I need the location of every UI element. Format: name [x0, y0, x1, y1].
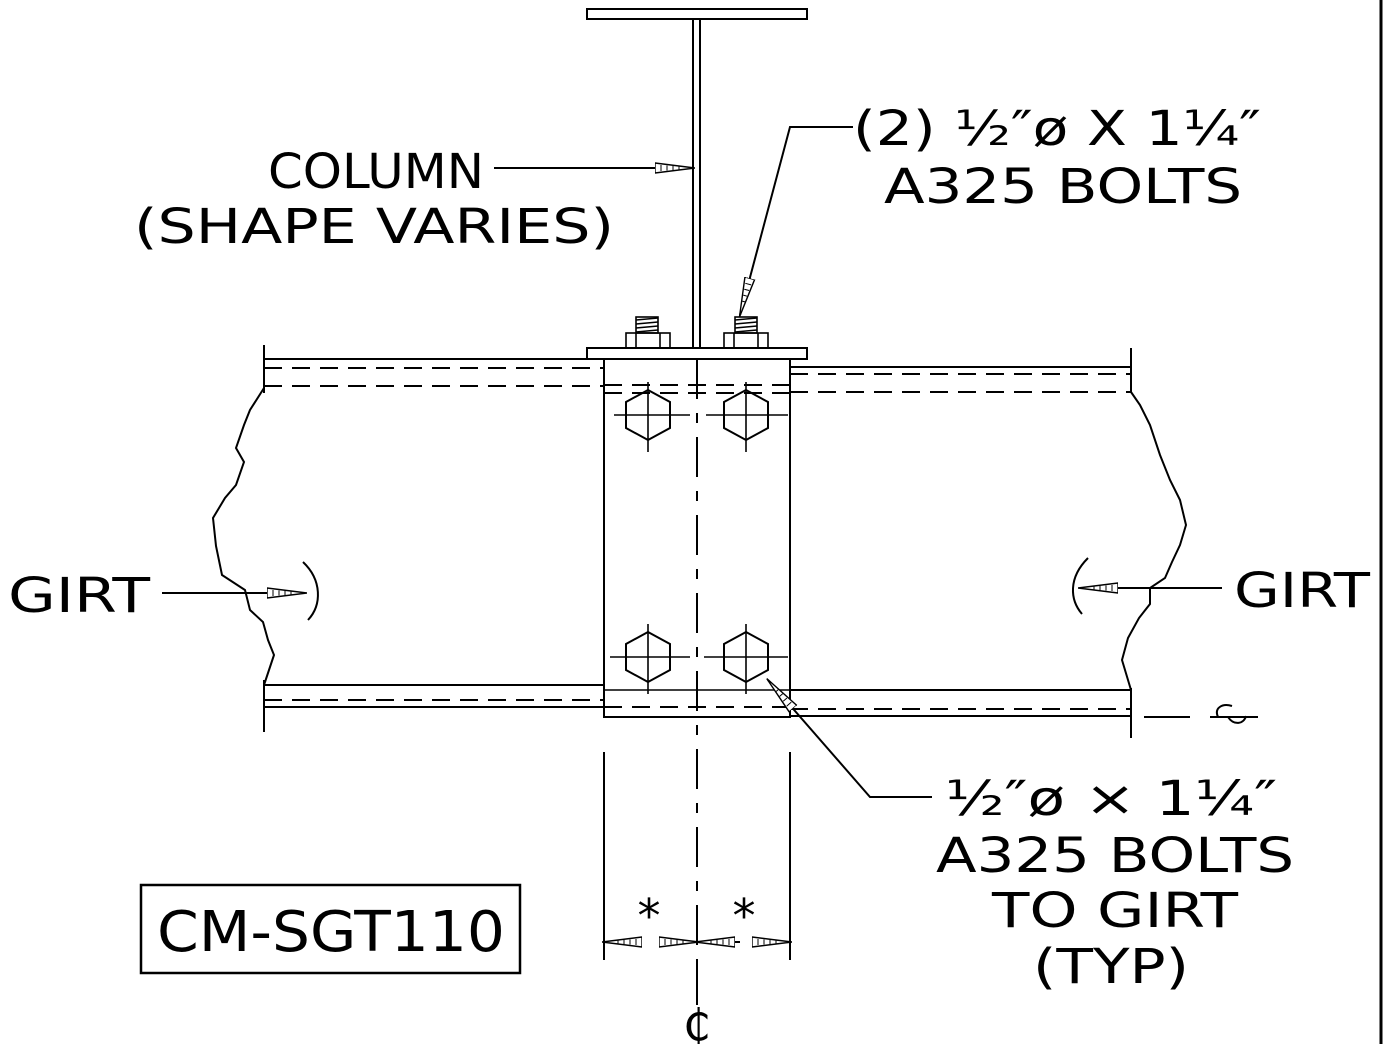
bolt-spacing-dimension [604, 752, 790, 1005]
top-bolts-grade: A325 BOLTS [884, 159, 1242, 215]
girt-bolts-callout: ½″ø × 1¼″ [945, 771, 1277, 827]
plate-bolt-top-left [614, 382, 690, 452]
girt-bolts-typical: (TYP) [1033, 939, 1189, 995]
column-top-flange [586, 8, 808, 20]
top-bolt-right [723, 316, 769, 349]
drawing-id-box [139, 883, 522, 975]
top-bolt-left [625, 316, 671, 349]
dimension-left-note: * [638, 889, 661, 943]
dimension-right-note: * [733, 889, 756, 943]
plate-bolt-bottom-left [610, 624, 690, 694]
top-bolts-callout: (2) ½″ø X 1¼″ [853, 101, 1261, 157]
column-label: COLUMN [268, 144, 484, 200]
plate-bolt-top-right [706, 382, 788, 452]
top-bolts-leader [740, 126, 853, 315]
column-shape-note: (SHAPE VARIES) [134, 199, 614, 255]
flange-level-symbol [1210, 704, 1258, 724]
girt-bolts-grade: A325 BOLTS [936, 828, 1294, 884]
column-base-plate [586, 347, 808, 360]
girt-right [790, 348, 1258, 738]
centerline-symbol: ₵ [683, 1000, 711, 1044]
girt-bolts-leader [768, 680, 932, 798]
girt-right-label: GIRT [1234, 563, 1371, 619]
drawing-id: CM-SGT110 [157, 900, 505, 965]
plate-bolt-bottom-right [704, 624, 788, 694]
girt-left-label: GIRT [8, 568, 151, 624]
girt-left [211, 345, 604, 732]
girt-bolts-target: TO GIRT [991, 883, 1239, 939]
